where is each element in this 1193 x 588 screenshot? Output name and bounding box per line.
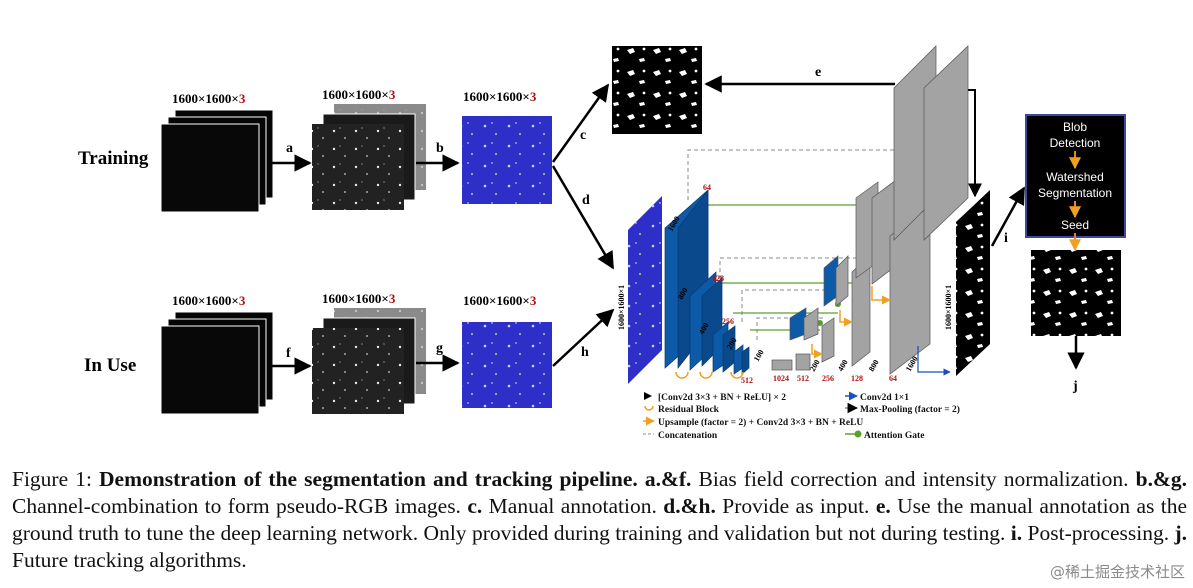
watermark: @稀土掘金技术社区 — [1049, 563, 1185, 581]
raw-stack-training: 1600×1600×3 — [160, 91, 274, 213]
svg-text:Upsample (factor = 2) + Conv2d: Upsample (factor = 2) + Conv2d 3×3 + BN … — [658, 417, 863, 428]
arrow-h — [552, 308, 615, 367]
stage-i: i — [1004, 231, 1008, 246]
stage-d: d — [582, 193, 590, 208]
caption-title: Demonstration of the segmentation and tr… — [99, 467, 638, 491]
stage-f: f — [286, 346, 291, 361]
svg-text:Segmentation: Segmentation — [1038, 186, 1112, 200]
caption-dh: Provide as input. — [722, 494, 870, 518]
svg-text:1600×1600×3: 1600×1600×3 — [322, 87, 396, 102]
unet-diagram: 1600×1600×1 — [617, 45, 990, 385]
arrow-c — [551, 83, 610, 163]
stage-e: e — [815, 65, 821, 80]
caption-af: Bias field correction and intensity norm… — [698, 467, 1129, 491]
unet-input-label: 1600×1600×1 — [617, 285, 626, 330]
enc-ch-128: 128 — [712, 274, 724, 283]
dec-ch-64: 64 — [889, 374, 897, 383]
stage-b: b — [436, 141, 444, 156]
caption-af-key: a.&f. — [644, 467, 692, 491]
figure-caption: Figure 1: Demonstration of the segmentat… — [12, 466, 1187, 574]
caption-label: Figure 1: — [12, 467, 92, 491]
caption-c: Manual annotation. — [488, 494, 657, 518]
caption-j: Future tracking algorithms. — [12, 548, 247, 572]
arrow-i — [990, 186, 1026, 247]
post-processing-box: Blob Detection Watershed Segmentation Se… — [1025, 114, 1126, 252]
enc-ch-64: 64 — [703, 183, 711, 192]
arrow-d — [551, 165, 615, 270]
svg-text:Residual Block: Residual Block — [658, 405, 720, 415]
svg-text:Watershed: Watershed — [1046, 170, 1104, 184]
stage-h: h — [581, 345, 589, 360]
pseudo-rgb-in-use: 1600×1600×3 — [462, 293, 552, 408]
svg-text:Blob: Blob — [1063, 120, 1087, 134]
svg-text:1600×1600×3: 1600×1600×3 — [463, 89, 537, 104]
svg-text:1600×1600×3: 1600×1600×3 — [322, 291, 396, 306]
row-label-training: Training — [78, 148, 149, 169]
svg-text:1600×1600×3: 1600×1600×3 — [172, 293, 246, 308]
raw-stack-in-use: 1600×1600×3 — [160, 293, 274, 415]
dec-size-800: 800 — [867, 358, 881, 373]
stage-g: g — [436, 341, 443, 356]
caption-e: Use the manual annotation as the ground … — [12, 494, 1188, 545]
enc-ch-1024: 1024 — [773, 374, 789, 383]
pipeline-figure: Training In Use 1600×1600×3 a 1600×1600×… — [78, 45, 1126, 441]
svg-text:Attention Gate: Attention Gate — [864, 431, 924, 441]
svg-text:Conv2d 1×1: Conv2d 1×1 — [860, 393, 909, 403]
dec-ch-512: 512 — [797, 374, 809, 383]
stage-j: j — [1072, 379, 1078, 394]
caption-bg: Channel-combination to form pseudo-RGB i… — [12, 494, 461, 518]
caption-c-key: c. — [467, 494, 483, 518]
dec-ch-128: 128 — [851, 374, 863, 383]
caption-dh-key: d.&h. — [663, 494, 716, 518]
stage-a: a — [286, 141, 293, 156]
svg-text:Max-Pooling (factor = 2): Max-Pooling (factor = 2) — [860, 404, 960, 415]
pseudo-rgb-training: 1600×1600×3 — [462, 89, 552, 204]
dec-ch-256: 256 — [822, 374, 834, 383]
manual-annotation-mask — [612, 46, 702, 134]
unet-legend: [Conv2d 3×3 + BN + ReLU] × 2 Residual Bl… — [643, 391, 960, 441]
caption-i: Post-processing. — [1027, 521, 1170, 545]
enc-ch-512: 512 — [741, 376, 753, 385]
post-processed-mask — [1031, 250, 1121, 336]
stage-c: c — [580, 128, 586, 143]
caption-i-key: i. — [1010, 521, 1023, 545]
svg-text:1600×1600×3: 1600×1600×3 — [172, 91, 246, 106]
enc-size-100: 100 — [752, 348, 766, 363]
normalized-stack-training: 1600×1600×3 — [312, 87, 426, 210]
row-label-in-use: In Use — [84, 355, 136, 376]
svg-text:Concatenation: Concatenation — [658, 431, 718, 441]
unet-output-label: 1600×1600×1 — [944, 285, 953, 330]
svg-text:Detection: Detection — [1050, 136, 1101, 150]
caption-j-key: j. — [1174, 521, 1188, 545]
svg-text:Seed: Seed — [1061, 218, 1089, 232]
enc-ch-256: 256 — [722, 317, 734, 326]
caption-bg-key: b.&g. — [1135, 467, 1187, 491]
caption-e-key: e. — [875, 494, 891, 518]
svg-text:[Conv2d 3×3 + BN + ReLU] × 2: [Conv2d 3×3 + BN + ReLU] × 2 — [658, 393, 786, 403]
svg-text:1600×1600×3: 1600×1600×3 — [463, 293, 537, 308]
normalized-stack-in-use: 1600×1600×3 — [312, 291, 426, 414]
dec-size-400: 400 — [836, 358, 850, 373]
